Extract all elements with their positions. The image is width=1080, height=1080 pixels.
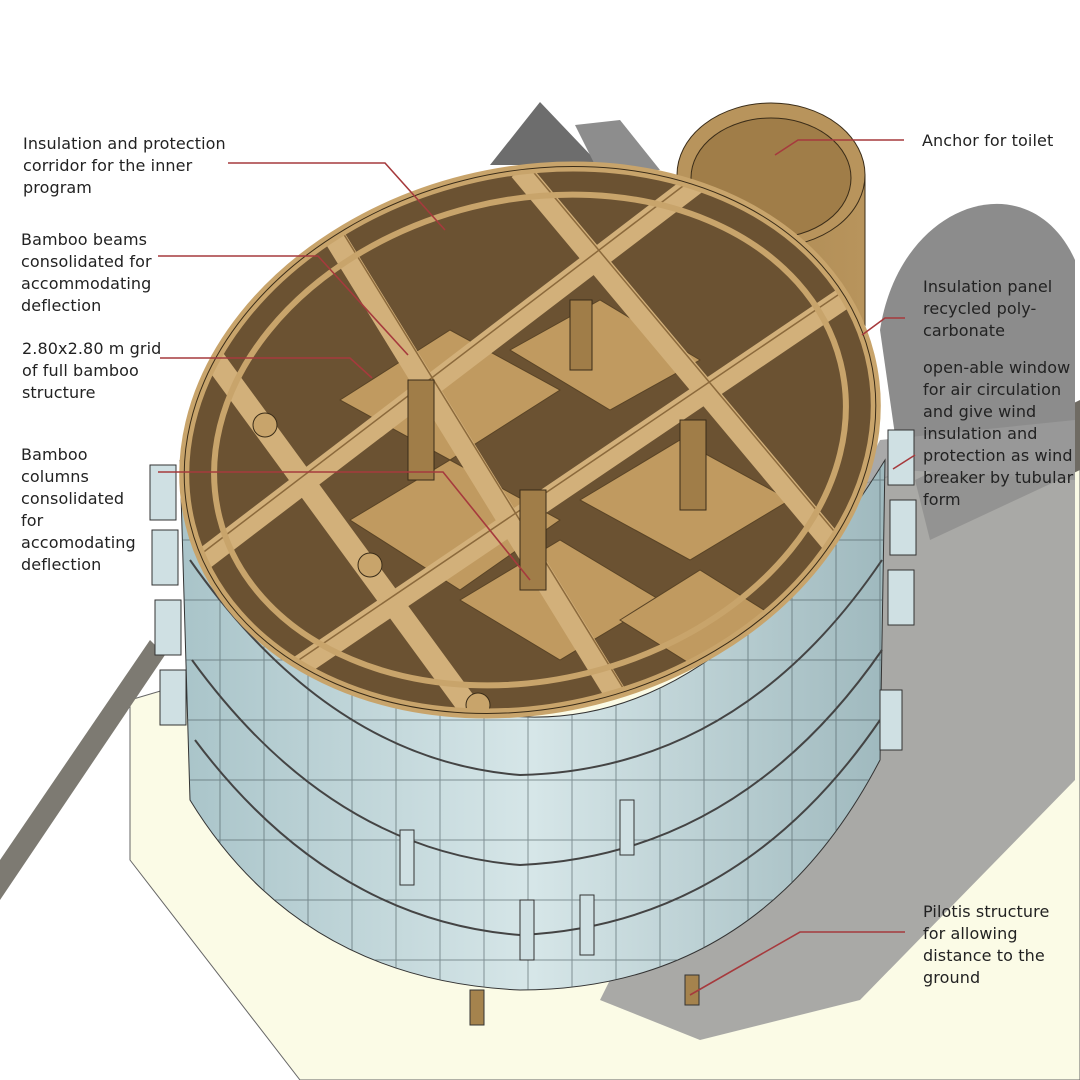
label-anchor: Anchor for toilet [922,131,1054,150]
label-corridor: Insulation and protection corridor for t… [23,134,226,197]
label-pilotis: Pilotis structure for allowing distance … [923,902,1050,987]
label-grid: 2.80x2.80 m grid of full bamboo structur… [22,339,162,402]
openable-windows [149,429,917,961]
leader-lines [158,139,916,996]
label-window: open-able window for air circulation and… [923,358,1074,509]
leader-window [892,454,916,470]
label-beams: Bamboo beams consolidated for accommodat… [21,230,152,315]
roof-peak [490,102,600,165]
toilet-shadow [880,203,1075,480]
leader-pilotis [689,931,905,996]
plinth-edge [0,640,165,900]
pilotis-column [469,989,485,1026]
label-columns: Bamboo columns consolidated for accomoda… [21,445,136,574]
roof-shadow [575,120,660,175]
pilotis-column [684,974,700,1006]
leader-columns [158,471,531,581]
glass-facade [179,458,886,991]
leader-corridor [228,162,446,231]
leader-anchor [774,139,904,156]
label-panel: Insulation panel recycled poly- carbonat… [923,277,1053,340]
leader-beams [158,255,409,356]
leader-panel [861,317,905,336]
leader-grid [160,357,373,379]
